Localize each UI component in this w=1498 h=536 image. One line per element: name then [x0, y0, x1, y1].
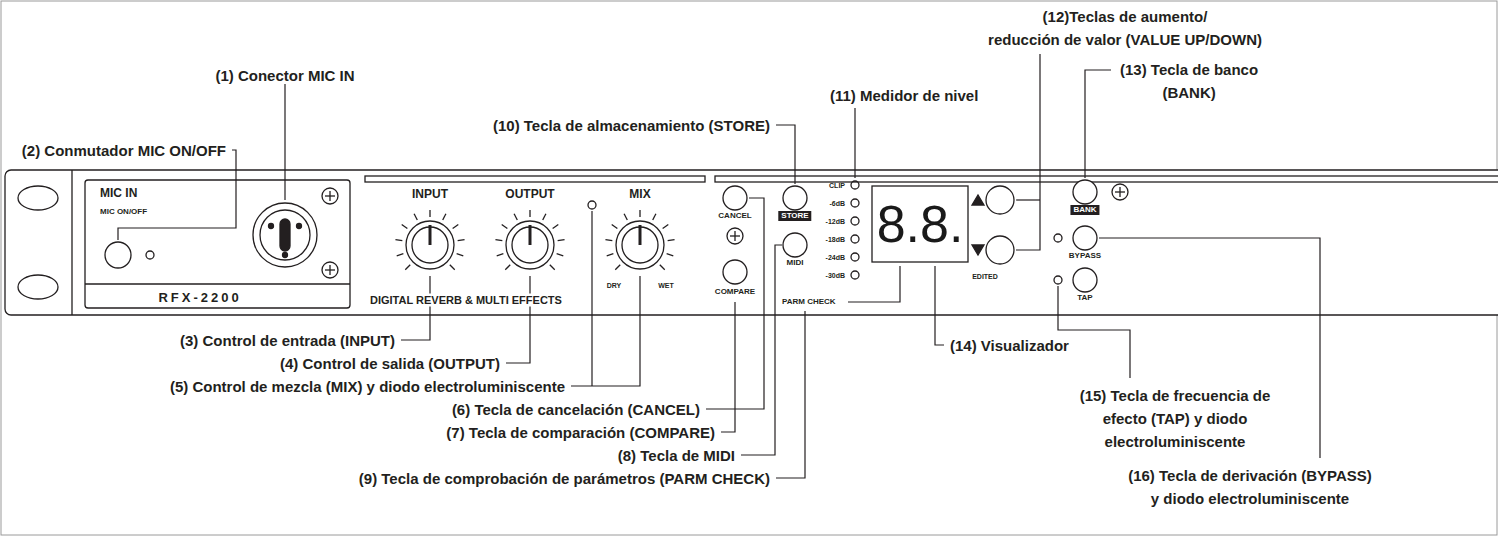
- panel-legend: INPUT: [412, 187, 448, 201]
- callout-label: (11) Medidor de nivel: [830, 84, 978, 107]
- knob-tick: [557, 254, 564, 256]
- knob-tick: [450, 265, 455, 270]
- knob-tick: [495, 240, 502, 241]
- callout-label: (7) Tecla de comparación (COMPARE): [446, 421, 715, 444]
- callout-label: (2) Conmutador MIC ON/OFF: [22, 139, 226, 162]
- meter-scale: -6dB: [829, 199, 845, 208]
- knob-tick: [639, 210, 640, 217]
- meter-scale: CLIP: [829, 181, 845, 190]
- knob-tick: [543, 214, 546, 220]
- display-digits: 8.8.: [877, 196, 964, 252]
- knob-tick: [429, 210, 430, 217]
- callout-label: (5) Control de mezcla (MIX) y diodo elec…: [170, 375, 565, 398]
- knob-tick: [514, 214, 517, 220]
- callout-label: (3) Control de entrada (INPUT): [180, 329, 395, 352]
- product-line: DIGITAL REVERB & MULTI EFFECTS: [368, 294, 564, 307]
- knob-tick: [624, 214, 627, 220]
- knob-tick: [443, 214, 446, 220]
- knob-tick: [502, 224, 508, 228]
- knob-tick: [615, 265, 620, 270]
- button-legend: BANK: [1070, 205, 1099, 215]
- button-legend: MIDI: [787, 258, 804, 268]
- button-legend: CANCEL: [718, 211, 751, 221]
- knob-tick: [668, 240, 675, 241]
- knob-tick: [414, 214, 417, 220]
- meter-scale: -18dB: [826, 235, 845, 244]
- panel: [5, 170, 1498, 315]
- knob-tick: [553, 224, 559, 228]
- panel-legend: DRY: [607, 281, 622, 290]
- callout-label: (8) Tecla de MIDI: [618, 444, 735, 467]
- callout-label: (14) Visualizador: [950, 334, 1069, 357]
- knob-tick: [395, 240, 402, 241]
- panel-legend: EDITED: [972, 272, 998, 281]
- knob-tick: [605, 240, 612, 241]
- panel-legend: MIC IN: [100, 186, 137, 200]
- button-legend: STORE: [778, 211, 811, 221]
- panel-legend: OUTPUT: [505, 187, 554, 201]
- callout-label: (1) Conector MIC IN: [215, 64, 354, 87]
- callout-label: (16) Tecla de derivación (BYPASS) y diod…: [1128, 464, 1372, 510]
- knob-tick: [607, 254, 614, 256]
- meter-scale: -24dB: [826, 253, 845, 262]
- callout-label: (9) Tecla de comprobación de parámetros …: [359, 467, 770, 490]
- callout-label: (13) Tecla de banco (BANK): [1120, 58, 1258, 104]
- callout-label: (15) Tecla de frecuencia de efecto (TAP)…: [1080, 384, 1271, 453]
- knob-tick: [397, 254, 404, 256]
- meter-scale: -30dB: [826, 271, 845, 280]
- knob-tick: [402, 224, 408, 228]
- button-legend: COMPARE: [715, 287, 755, 297]
- panel-legend: MIX: [629, 187, 650, 201]
- knob-tick: [667, 254, 674, 256]
- knob-tick: [529, 210, 530, 217]
- knob-tick: [405, 265, 410, 270]
- knob-tick: [505, 265, 510, 270]
- button-legend: TAP: [1077, 293, 1092, 303]
- model-name: RFX-2200: [158, 290, 241, 305]
- knob-tick: [653, 214, 656, 220]
- panel-legend: WET: [658, 281, 674, 290]
- button-legend: PARM CHECK: [782, 297, 836, 307]
- panel-legend: MIC ON/OFF: [100, 207, 147, 217]
- knob-tick: [457, 254, 464, 256]
- callout-label: (6) Tecla de cancelación (CANCEL): [452, 398, 700, 421]
- callout-label: (12)Teclas de aumento/ reducción de valo…: [988, 5, 1262, 51]
- knob-tick: [612, 224, 618, 228]
- knob-tick: [660, 265, 665, 270]
- knob-tick: [497, 254, 504, 256]
- knob-tick: [663, 224, 669, 228]
- knob-tick: [458, 240, 465, 241]
- knob-tick: [453, 224, 459, 228]
- button-legend: BYPASS: [1069, 251, 1101, 261]
- knob-tick: [558, 240, 565, 241]
- callout-label: (4) Control de salida (OUTPUT): [280, 352, 500, 375]
- knob-tick: [550, 265, 555, 270]
- meter-scale: -12dB: [826, 217, 845, 226]
- callout-label: (10) Tecla de almacenamiento (STORE): [493, 114, 770, 137]
- leader-lines: [118, 54, 1320, 478]
